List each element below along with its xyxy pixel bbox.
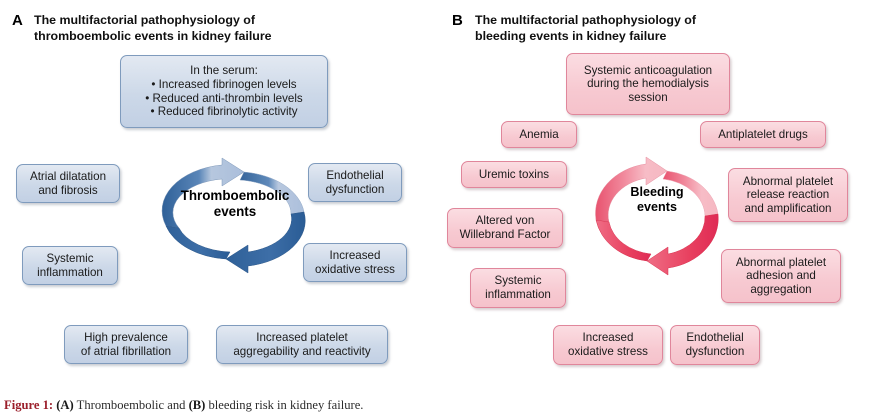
node-abnormal-platelet-release: Abnormal platelet release reaction and a… [728,168,848,222]
node-uremic-toxins: Uremic toxins [461,161,567,188]
caption-b-tag: (B) [188,398,206,412]
caption-text-2: bleeding risk in kidney failure. [205,398,364,412]
node-atrial-dilatation: Atrial dilatation and fibrosis [16,164,120,203]
node-abnormal-platelet-adhesion: Abnormal platelet adhesion and aggregati… [721,249,841,303]
node-systemic-inflammation: Systemic inflammation [22,246,118,285]
node-increased-oxidative-stress: Increased oxidative stress [303,243,407,282]
panel-a-title: The multifactorial pathophysiology of th… [34,13,272,43]
caption-text-1: Thromboembolic and [73,398,189,412]
bleeding-cycle-arrow: Bleeding events [592,156,722,276]
node-high-prevalence-af: High prevalence of atrial fibrillation [64,325,188,364]
node-serum-box: In the serum: • Increased fibrinogen lev… [120,55,328,128]
cycle-b-label: Bleeding events [630,185,684,214]
node-endothelial-dysfunction: Endothelial dysfunction [308,163,402,202]
node-systemic-inflammation-b: Systemic inflammation [470,268,566,308]
cycle-arrow-bottom-half [165,211,306,274]
panel-a-letter: A [12,12,23,29]
caption-figure-label: Figure 1: [4,398,57,412]
node-endothelial-dysfunction-b: Endothelial dysfunction [670,325,760,365]
cycle-a-label: Thromboembolic events [180,188,290,219]
panel-b-letter: B [452,12,463,29]
node-anemia: Anemia [501,121,577,148]
node-increased-oxidative-stress-b: Increased oxidative stress [553,325,663,365]
cycle-arrow-bottom-half [595,213,719,276]
node-systemic-anticoagulation: Systemic anticoagulation during the hemo… [566,53,730,115]
node-altered-vwf: Altered von Willebrand Factor [447,208,563,248]
figure-caption: Figure 1: (A) Thromboembolic and (B) ble… [4,398,363,413]
panel-b-title: The multifactorial pathophysiology of bl… [475,13,696,43]
node-antiplatelet-drugs: Antiplatelet drugs [700,121,826,148]
node-increased-platelet-aggregability: Increased platelet aggregability and rea… [216,325,388,364]
thromboembolic-cycle-arrow: Thromboembolic events [160,157,310,274]
caption-a-tag: (A) [56,398,74,412]
